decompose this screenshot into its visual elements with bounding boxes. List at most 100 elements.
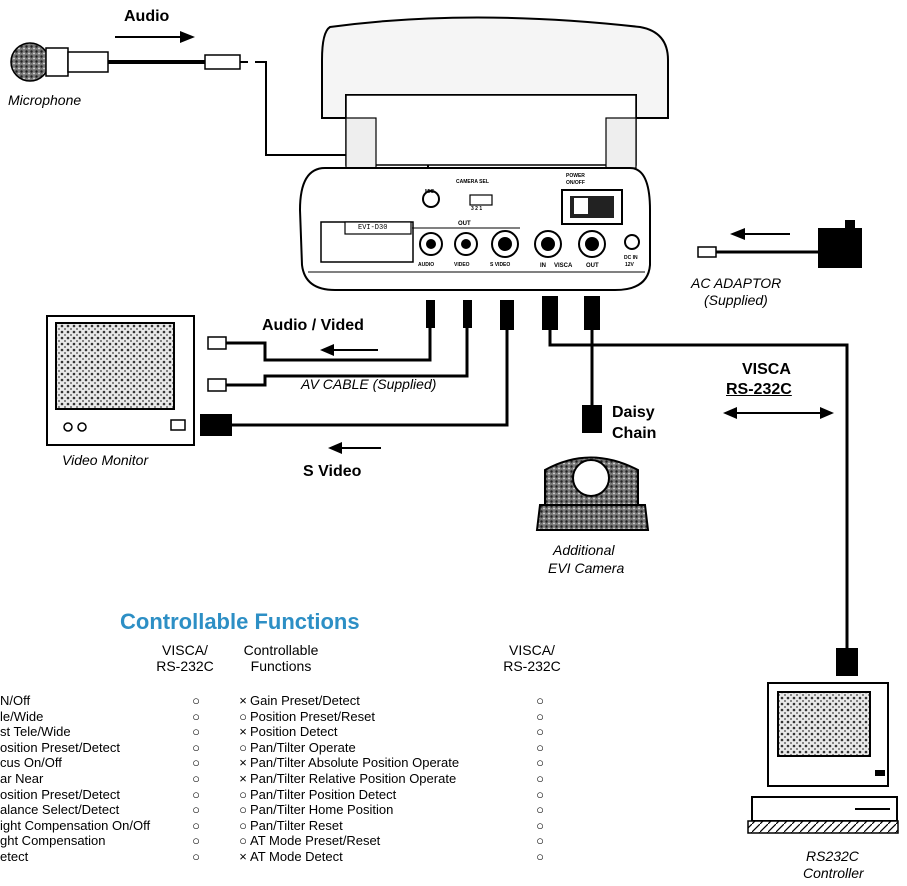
panel-mic-label: MIC <box>425 189 435 195</box>
list-item: alance Select/Detect <box>0 802 120 818</box>
s-video-cable <box>232 330 509 427</box>
right-column-header: VISCA/ RS-232C <box>497 642 567 674</box>
panel-dcvolt-label: 12V <box>625 262 634 268</box>
mid-column-header-line2: Functions <box>250 658 312 674</box>
list-item: Pan/Tilter Absolute Position Operate <box>250 755 460 771</box>
list-item: etect <box>0 848 29 864</box>
s-video-arrow <box>328 442 381 454</box>
ac-adaptor-supplied-label: (Supplied) <box>704 292 768 308</box>
visca-label: VISCA <box>742 361 791 378</box>
support-mark: ○ <box>192 817 200 833</box>
support-mark: ○ <box>239 802 247 818</box>
camera-plugs <box>426 296 600 330</box>
av-arrow <box>320 344 378 356</box>
additional-camera-icon <box>535 456 650 531</box>
support-mark: × <box>239 693 247 708</box>
av-cable-label: AV CABLE (Supplied) <box>301 376 437 392</box>
list-item: Pan/Tilter Relative Position Operate <box>250 770 457 786</box>
list-item: Position Detect <box>250 724 338 740</box>
support-mark: ○ <box>192 755 200 771</box>
support-mark: ○ <box>239 817 247 833</box>
support-mark: × <box>239 770 247 786</box>
support-mark: × <box>239 724 247 740</box>
panel-video-label: VIDEO <box>454 262 470 268</box>
panel-model-label: EVI-D30 <box>358 224 388 232</box>
support-mark: ○ <box>536 708 544 724</box>
panel-visca-out-label: OUT <box>586 263 599 269</box>
support-mark: ○ <box>192 770 200 786</box>
right-support-marks: ○ ○ ○ ○ ○ ○ ○ ○ ○ ○ ○ <box>530 693 550 865</box>
additional-camera-label-2: EVI Camera <box>548 560 625 576</box>
support-mark: ○ <box>192 739 200 755</box>
support-mark: ○ <box>192 848 200 864</box>
video-monitor-label: Video Monitor <box>62 452 149 468</box>
daisy-label: Daisy <box>612 404 655 421</box>
mid-column-header: Controllable Functions <box>236 642 326 674</box>
list-item: N/Off <box>0 693 31 708</box>
support-mark: ○ <box>192 708 200 724</box>
left-function-list: N/Off le/Wide st Tele/Wide osition Prese… <box>0 693 150 865</box>
list-item: Pan/Tilter Operate <box>250 739 356 755</box>
list-item: Pan/Tilter Home Position <box>250 802 394 818</box>
panel-svideo-label: S VIDEO <box>490 262 511 268</box>
microphone-label: Microphone <box>8 92 82 108</box>
support-mark: ○ <box>536 755 544 771</box>
video-monitor-icon <box>46 315 195 446</box>
list-item: AT Mode Detect <box>250 848 343 864</box>
ac-adaptor-label: AC ADAPTOR <box>691 275 782 291</box>
visca-cable <box>548 330 849 650</box>
panel-camera-sel-label: CAMERA SEL <box>456 179 489 185</box>
right-column-header-line1: VISCA/ <box>509 642 555 658</box>
list-item: osition Preset/Detect <box>0 739 120 755</box>
mid-function-list: Gain Preset/Detect Position Preset/Reset… <box>250 693 459 865</box>
mic-cable <box>255 61 429 190</box>
list-item: Position Preset/Reset <box>250 708 376 724</box>
s-video-label: S Video <box>303 463 362 480</box>
panel-camera-sel-numbers: 3 2 1 <box>471 206 483 212</box>
support-mark: ○ <box>239 739 247 755</box>
panel-onoff-label: ON/OFF <box>566 180 585 186</box>
audio-arrow <box>115 31 195 43</box>
mid-support-marks: × ○ × ○ × × ○ ○ ○ ○ × <box>236 693 250 865</box>
support-mark: ○ <box>536 770 544 786</box>
support-mark: ○ <box>192 833 200 849</box>
list-item: AT Mode Preset/Reset <box>250 833 381 849</box>
right-column-header-line2: RS-232C <box>503 658 561 674</box>
controller-label-2: Controller <box>803 865 864 881</box>
support-mark: ○ <box>239 786 247 802</box>
ac-adaptor-icon <box>697 220 862 268</box>
chain-label: Chain <box>612 425 657 442</box>
panel-in-label: IN <box>540 263 546 269</box>
list-item: Pan/Tilter Position Detect <box>250 786 397 802</box>
list-item: ght Compensation <box>0 833 106 849</box>
panel-visca-label: VISCA <box>554 263 573 269</box>
rs232c-controller-icon <box>747 682 899 834</box>
table-title: Controllable Functions <box>120 609 360 634</box>
panel-power-label: POWER <box>566 173 585 179</box>
list-item: st Tele/Wide <box>0 724 71 740</box>
support-mark: × <box>239 755 247 771</box>
support-mark: ○ <box>536 693 544 708</box>
support-mark: ○ <box>536 739 544 755</box>
list-item: Pan/Tilter Reset <box>250 817 343 833</box>
support-mark: ○ <box>536 848 544 864</box>
microphone-icon <box>10 42 248 82</box>
list-item: osition Preset/Detect <box>0 786 120 802</box>
support-mark: ○ <box>192 802 200 818</box>
support-mark: ○ <box>239 833 247 849</box>
support-mark: ○ <box>536 833 544 849</box>
audio-video-label: Audio / Vided <box>262 317 364 334</box>
support-mark: ○ <box>536 817 544 833</box>
left-column-header-line1: VISCA/ <box>162 642 208 658</box>
support-mark: ○ <box>192 724 200 740</box>
mid-column-header-line1: Controllable <box>243 642 319 658</box>
support-mark: ○ <box>536 802 544 818</box>
list-item: Gain Preset/Detect <box>250 693 360 708</box>
additional-camera-label-1: Additional <box>553 542 615 558</box>
left-column-header: VISCA/ RS-232C <box>150 642 220 674</box>
list-item: cus On/Off <box>0 755 62 771</box>
audio-label: Audio <box>124 8 170 25</box>
av-cable <box>225 328 469 387</box>
panel-dcin-label: DC IN <box>624 255 638 261</box>
